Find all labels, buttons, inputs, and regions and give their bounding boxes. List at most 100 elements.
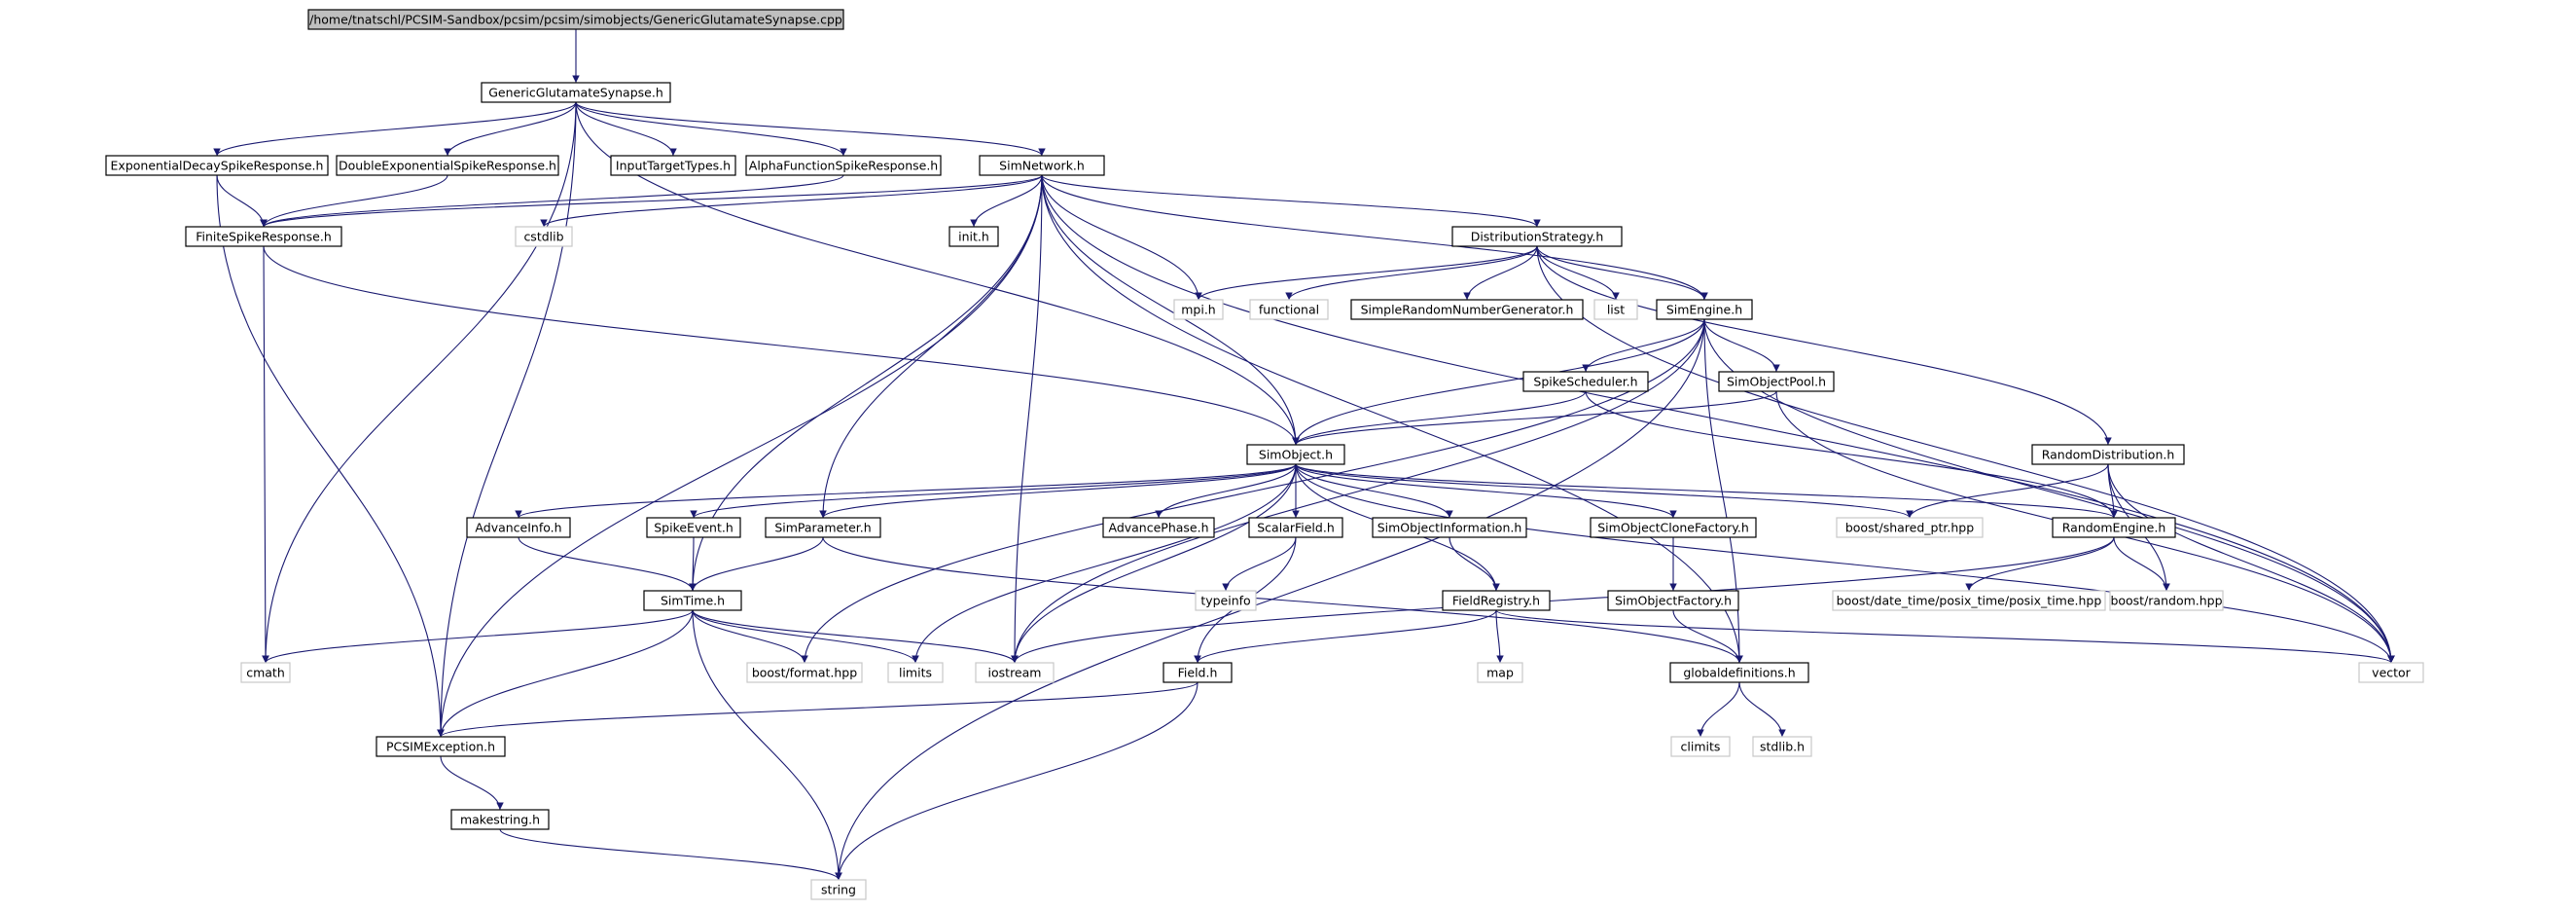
edge-alpha-to-finite xyxy=(260,174,844,228)
edge-simobject-to-advinfo xyxy=(515,463,1297,519)
edge-simengine-to-spikesched xyxy=(1582,318,1705,373)
node-makestring[interactable]: makestring.h xyxy=(450,809,550,830)
node-spikesched[interactable]: SpikeScheduler.h xyxy=(1522,371,1649,392)
node-map[interactable]: map xyxy=(1477,662,1523,683)
node-iostream[interactable]: iostream xyxy=(975,662,1055,683)
node-simobjfactory[interactable]: SimObjectFactory.h xyxy=(1607,590,1739,611)
node-posixtime[interactable]: boost/date_time/posix_time/posix_time.hp… xyxy=(1832,590,2106,611)
node-typeinfo[interactable]: typeinfo xyxy=(1195,590,1257,611)
edge-simengine-to-simobject xyxy=(1292,318,1705,446)
node-vector[interactable]: vector xyxy=(2358,662,2424,683)
edge-finite-to-cmath xyxy=(262,245,269,664)
node-climits[interactable]: climits xyxy=(1670,736,1731,757)
node-label: mpi.h xyxy=(1181,303,1215,317)
node-label: SimNetwork.h xyxy=(999,159,1085,173)
edge-randdist-to-sharedptr xyxy=(1906,463,2109,519)
node-label: limits xyxy=(899,666,932,680)
node-box xyxy=(1607,590,1739,611)
edge-ggs-to-pcsimexc xyxy=(437,101,577,738)
node-box xyxy=(1442,590,1551,611)
node-randengine[interactable]: RandomEngine.h xyxy=(2052,517,2176,538)
node-spikeevent[interactable]: SpikeEvent.h xyxy=(646,517,741,538)
node-box xyxy=(1669,662,1809,683)
node-label: SimpleRandomNumberGenerator.h xyxy=(1361,303,1574,317)
node-ggs[interactable]: GenericGlutamateSynapse.h xyxy=(481,82,671,103)
node-finite[interactable]: FiniteSpikeResponse.h xyxy=(185,226,342,247)
node-label: SimObjectInformation.h xyxy=(1377,521,1522,535)
node-simparam[interactable]: SimParameter.h xyxy=(765,517,881,538)
node-itt[interactable]: InputTargetTypes.h xyxy=(610,155,736,176)
edge-simtime-to-boostformat xyxy=(692,609,808,664)
node-globaldefs[interactable]: globaldefinitions.h xyxy=(1669,662,1809,683)
node-boostformat[interactable]: boost/format.hpp xyxy=(746,662,863,683)
node-advphase[interactable]: AdvancePhase.h xyxy=(1102,517,1215,538)
edge-simobject-to-simobjclone xyxy=(1295,463,1677,519)
node-box xyxy=(450,809,550,830)
node-dexp[interactable]: DoubleExponentialSpikeResponse.h xyxy=(336,155,559,176)
node-srng[interactable]: SimpleRandomNumberGenerator.h xyxy=(1350,299,1584,320)
node-box xyxy=(1249,299,1329,320)
node-label: globaldefinitions.h xyxy=(1683,666,1795,680)
node-cmath[interactable]: cmath xyxy=(240,662,291,683)
node-functional[interactable]: functional xyxy=(1249,299,1329,320)
edge-simnet-to-diststrat xyxy=(1041,174,1541,228)
node-list[interactable]: list xyxy=(1593,299,1638,320)
edge-diststrat-to-simengine xyxy=(1536,245,1708,301)
edge-spikesched-to-simobject xyxy=(1292,390,1587,446)
node-box xyxy=(2109,590,2224,611)
node-box xyxy=(185,226,342,247)
node-label: boost/date_time/posix_time/posix_time.hp… xyxy=(1837,594,2102,608)
node-pcsimexc[interactable]: PCSIMException.h xyxy=(376,736,506,757)
node-simobjpool[interactable]: SimObjectPool.h xyxy=(1718,371,1835,392)
node-advinfo[interactable]: AdvanceInfo.h xyxy=(466,517,571,538)
node-exp[interactable]: ExponentialDecaySpikeResponse.h xyxy=(105,155,329,176)
node-randdist[interactable]: RandomDistribution.h xyxy=(2031,444,2185,465)
edge-simnet-to-simparam xyxy=(819,174,1043,519)
node-string[interactable]: string xyxy=(810,879,867,900)
node-label: PCSIMException.h xyxy=(386,740,495,754)
node-sharedptr[interactable]: boost/shared_ptr.hpp xyxy=(1836,517,1984,538)
edge-simobjinfo-to-fieldreg xyxy=(1449,536,1500,592)
node-label: RandomDistribution.h xyxy=(2042,448,2175,462)
node-label: cmath xyxy=(246,666,285,680)
node-root[interactable]: /home/tnatschl/PCSIM-Sandbox/pcsim/pcsim… xyxy=(307,9,844,30)
edge-simengine-to-simobjpool xyxy=(1703,318,1780,373)
edge-simtime-to-limits xyxy=(692,609,919,664)
node-limits[interactable]: limits xyxy=(887,662,944,683)
node-label: Field.h xyxy=(1178,666,1218,680)
node-box xyxy=(1670,736,1731,757)
edge-fieldreg-to-field xyxy=(1194,609,1497,664)
node-diststrat[interactable]: DistributionStrategy.h xyxy=(1451,226,1623,247)
node-simobject[interactable]: SimObject.h xyxy=(1246,444,1345,465)
node-scalarfield[interactable]: ScalarField.h xyxy=(1248,517,1343,538)
node-simtime[interactable]: SimTime.h xyxy=(643,590,742,611)
edge-randdist-to-vector xyxy=(2107,463,2395,664)
node-cstdlib[interactable]: cstdlib xyxy=(515,226,573,247)
node-label: makestring.h xyxy=(460,813,540,827)
node-fieldreg[interactable]: FieldRegistry.h xyxy=(1442,590,1551,611)
node-simobjclone[interactable]: SimObjectCloneFactory.h xyxy=(1590,517,1757,538)
node-box xyxy=(1246,444,1345,465)
edge-fieldreg-to-map xyxy=(1495,609,1504,664)
node-label: DistributionStrategy.h xyxy=(1471,230,1604,244)
node-box xyxy=(376,736,506,757)
node-label: typeinfo xyxy=(1200,594,1250,608)
edge-diststrat-to-vector xyxy=(1536,245,2395,664)
edge-makestring-to-string xyxy=(499,828,842,881)
node-box xyxy=(1350,299,1584,320)
node-field[interactable]: Field.h xyxy=(1163,662,1233,683)
node-stdlib[interactable]: stdlib.h xyxy=(1752,736,1812,757)
node-simengine[interactable]: SimEngine.h xyxy=(1656,299,1753,320)
node-box xyxy=(643,590,742,611)
node-boostrandom[interactable]: boost/random.hpp xyxy=(2109,590,2224,611)
node-mpi[interactable]: mpi.h xyxy=(1173,299,1224,320)
edge-simobject-to-iostream xyxy=(1011,463,1297,664)
node-label: boost/format.hpp xyxy=(752,666,857,680)
edge-simnet-to-cstdlib xyxy=(540,174,1043,228)
node-label: DoubleExponentialSpikeResponse.h xyxy=(339,159,556,173)
node-simobjinfo[interactable]: SimObjectInformation.h xyxy=(1372,517,1527,538)
node-alpha[interactable]: AlphaFunctionSpikeResponse.h xyxy=(745,155,942,176)
node-simnet[interactable]: SimNetwork.h xyxy=(979,155,1105,176)
node-init[interactable]: init.h xyxy=(948,226,999,247)
node-label: SimParameter.h xyxy=(774,521,871,535)
